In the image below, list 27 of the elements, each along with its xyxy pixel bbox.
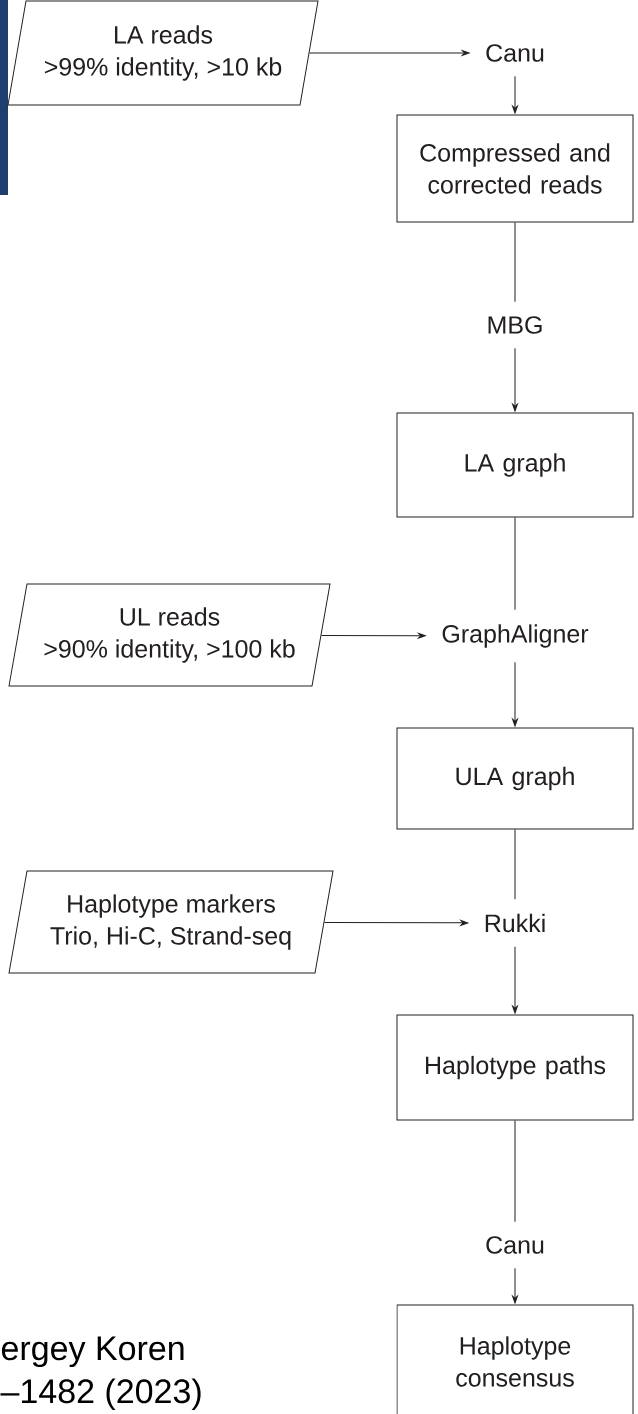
process-box: ULA graph [396,727,634,830]
arrow [321,632,426,639]
arrow [512,1267,518,1304]
connector-line [514,222,516,303]
arrow [324,919,469,926]
arrow [512,661,518,727]
process-box: Compressed and corrected reads [396,114,634,223]
arrow [512,75,518,114]
process-box: Haplotype paths [396,1014,634,1121]
process-box: LA graph [396,412,634,518]
tool-label: Canu [486,44,544,62]
process-box: Haplotype consensus [396,1304,634,1414]
arrow [309,50,470,56]
tool-label: MBG [488,316,542,334]
input-parallelogram: Haplotype markers Trio, Hi-C, Strand-seq [8,870,334,974]
citation-text: –1482 (2023) [0,1378,201,1411]
tool-label: GraphAligner [442,624,589,648]
connector-line [514,1120,516,1223]
tool-label: Rukki [485,913,545,933]
tool-label: Canu [486,1236,544,1254]
input-parallelogram: LA reads >99% identity, >10 kb [7,0,319,106]
arrow [512,946,518,1014]
connector-line [514,829,516,900]
citation-text: ergey Koren [1,1336,184,1368]
arrow [512,347,518,412]
connector-line [514,517,516,611]
input-parallelogram: UL reads >90% identity, >100 kb [8,583,331,687]
